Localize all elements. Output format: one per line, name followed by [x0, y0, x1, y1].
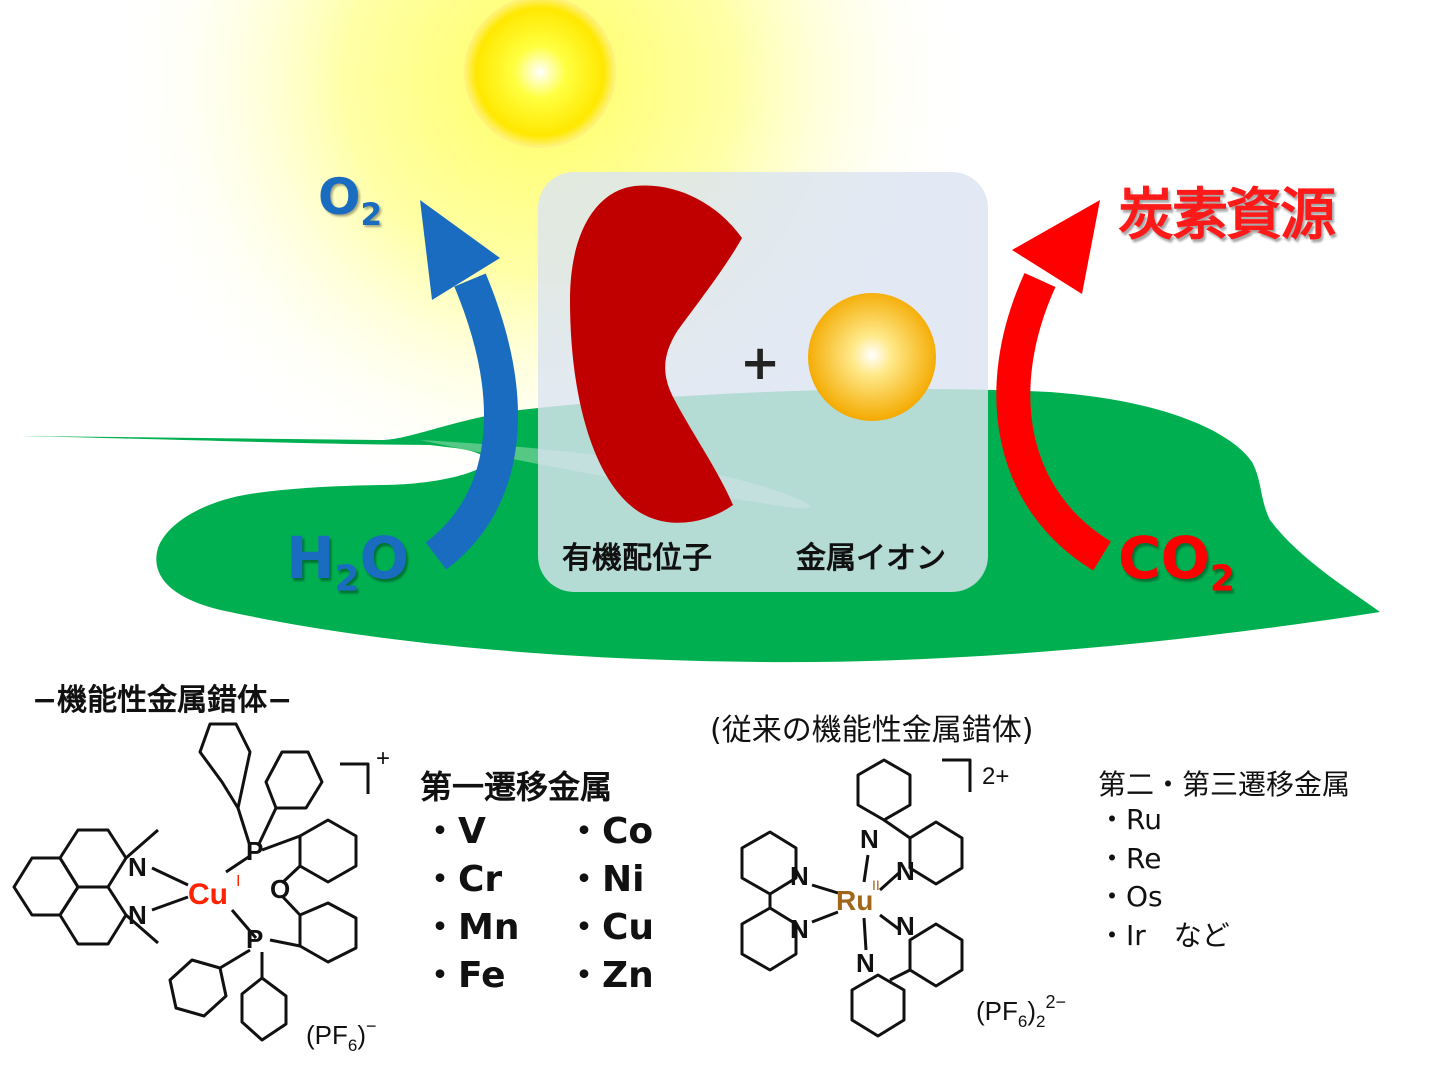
ru-complex-charge: 2+ [982, 763, 1009, 790]
metal-item: ・Cr [422, 859, 503, 900]
organic-ligand-shape [570, 185, 742, 523]
co2-to-carbon-arrowhead [1012, 200, 1100, 294]
metal-ion-sphere [808, 293, 936, 421]
ru-oxidation-state: II [872, 877, 880, 893]
ru-complex-anion: (PF6)22− [976, 992, 1066, 1031]
svg-text:N: N [860, 824, 879, 854]
metal-item: ・Mn [422, 907, 520, 948]
metal-item: ・V [422, 811, 486, 852]
metal-item: ・Co [566, 811, 654, 852]
organic-ligand-label: 有機配位子 [562, 541, 712, 576]
svg-text:N: N [896, 911, 915, 941]
svg-text:O: O [270, 874, 290, 904]
cu-oxidation-state: I [236, 873, 240, 890]
conventional-complex-title: (従来の機能性金属錯体) [710, 713, 1034, 748]
metal-item: ・Os [1098, 880, 1163, 913]
svg-text:N: N [128, 852, 147, 882]
plus-sign: + [740, 335, 781, 391]
ru-metal-label: Ru [836, 885, 873, 916]
first-row-metals-column-2: ・Co ・Ni ・Cu ・Zn [566, 808, 654, 1000]
metal-item: ・Ni [566, 859, 645, 900]
metal-item: ・Ru [1098, 803, 1162, 836]
oxygen-label: O2 [318, 168, 383, 233]
ru-complex-atoms: N N N N N N [790, 824, 915, 978]
svg-text:P: P [246, 924, 263, 954]
carbon-resource-label: 炭素資源 [1118, 183, 1336, 248]
carbon-dioxide-label: CO2 [1118, 524, 1235, 600]
metal-item: ・Zn [566, 955, 654, 996]
water-label: H2O [286, 524, 409, 600]
second-third-row-metals-list: ・Ru ・Re ・Os ・Ir など [1098, 801, 1230, 955]
svg-text:N: N [856, 948, 875, 978]
metal-ion-label: 金属イオン [796, 541, 946, 576]
metal-item: ・Fe [422, 955, 506, 996]
co2-to-carbon-arrow [996, 272, 1112, 571]
svg-text:N: N [896, 856, 915, 886]
metal-item: ・Re [1098, 841, 1162, 875]
first-row-transition-metals-title: 第一遷移金属 [420, 768, 613, 806]
cu-complex-atoms: N N P P O [128, 836, 290, 954]
svg-text:P: P [246, 836, 263, 866]
cu-complex-anion: (PF6)− [306, 1016, 377, 1055]
svg-text:N: N [128, 900, 147, 930]
first-row-metals-column-1: ・V ・Cr ・Mn ・Fe [422, 808, 519, 1000]
ru-complex-structure [740, 758, 972, 1038]
svg-text:N: N [790, 914, 809, 944]
water-to-oxygen-arrowhead [420, 200, 500, 300]
second-third-row-metals-title: 第二・第三遷移金属 [1098, 768, 1351, 801]
metal-item: ・Cu [566, 907, 655, 948]
sun-icon [464, 0, 616, 148]
functional-complex-title: −機能性金属錯体− [32, 683, 293, 718]
cu-complex-structure [12, 722, 370, 1042]
cu-metal-label: Cu [188, 878, 228, 911]
svg-text:N: N [790, 861, 809, 891]
metal-item: ・Ir など [1098, 918, 1230, 952]
cu-complex-charge: + [376, 745, 390, 772]
water-to-oxygen-arrow [425, 273, 518, 570]
